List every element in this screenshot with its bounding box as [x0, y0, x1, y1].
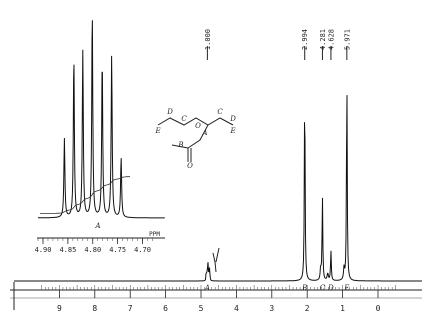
inset-x-unit-label: PPM [149, 231, 160, 238]
structure-atom-label: C [181, 115, 187, 123]
main-x-tick-label: 4 [234, 304, 239, 313]
main-x-tick-label: 2 [305, 304, 310, 313]
structure-bonds [157, 117, 234, 162]
structure-atom-label: D [166, 108, 173, 116]
integral-curve-a [212, 247, 220, 273]
main-x-tick-label: 6 [163, 304, 168, 313]
main-x-tick-label: 9 [57, 304, 62, 313]
structure-atom-label: E [154, 127, 160, 135]
inset-peak-label: A [94, 222, 100, 230]
structure-atom-label: B [177, 141, 183, 149]
main-x-tick-label: 8 [92, 304, 97, 313]
peak-label: D [327, 284, 334, 292]
structure-atom-label: O [195, 122, 201, 130]
inset-integral-curve [40, 176, 131, 214]
main-x-ticks: 9 8 7 6 5 4 3 2 1 0 [57, 290, 381, 313]
structure-atom-label: E [229, 127, 235, 135]
chemical-structure [157, 117, 234, 162]
main-x-tick-label: 0 [376, 304, 381, 313]
inset-x-tick-label: 4.70 [134, 246, 151, 254]
structure-atom-label: A [201, 129, 207, 137]
main-x-tick-label: 5 [199, 304, 204, 313]
peak-label: C [320, 284, 326, 292]
main-x-tick-label: 3 [269, 304, 274, 313]
main-x-tick-label: 7 [128, 304, 133, 313]
integration-label: 5.971 [343, 29, 351, 50]
inset-x-tick-label: 4.75 [109, 246, 126, 254]
peak-label: E [343, 284, 349, 292]
inset-x-tick-label: 4.80 [84, 246, 101, 254]
peak-label: B [301, 284, 307, 292]
inset-x-tick-label: 4.85 [59, 246, 76, 254]
inset-x-ticks: 4.90 4.85 4.80 4.75 4.70 [35, 238, 151, 254]
inset-expansion: 4.90 4.85 4.80 4.75 4.70 PPM A [35, 20, 165, 254]
peak-label: A [204, 284, 210, 292]
structure-atom-label: D [229, 115, 236, 123]
integration-label: 4.281 [319, 29, 327, 50]
spectrum-trace [14, 95, 422, 282]
main-x-minor-ticks [41, 285, 396, 290]
integration-label: 4.628 [327, 29, 335, 50]
integration-label: 2.994 [301, 29, 309, 50]
main-x-tick-label: 1 [340, 304, 345, 313]
structure-atom-label: O [187, 162, 193, 170]
inset-spectrum-trace [38, 20, 165, 219]
integration-label: 1.000 [204, 29, 212, 50]
structure-atom-label: C [217, 108, 223, 116]
inset-x-tick-label: 4.90 [35, 246, 52, 254]
